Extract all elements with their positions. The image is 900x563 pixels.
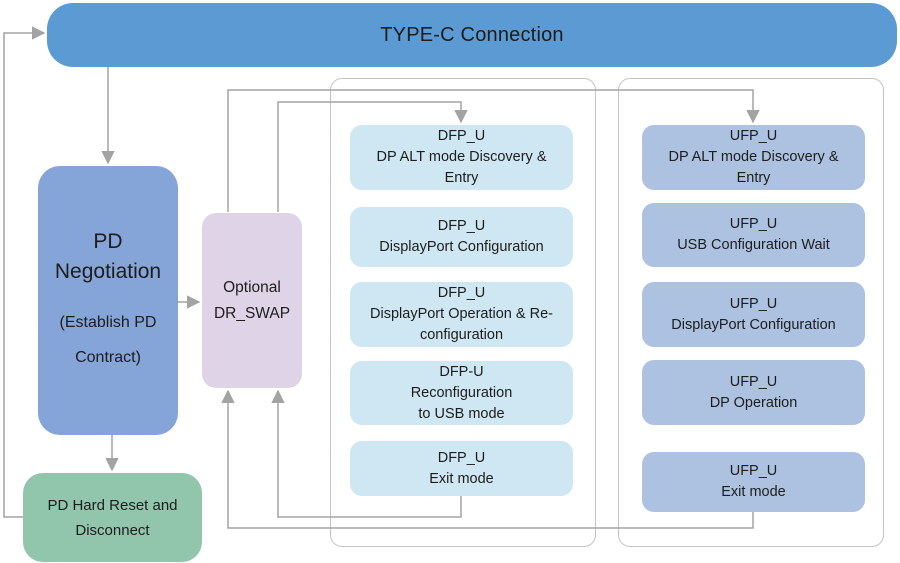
state-label-line: DFP_U: [437, 285, 486, 301]
state-label-line: Exit mode: [721, 484, 786, 500]
dfp-state-box-reconfiguration-usb: DFP-U Reconfiguration to USB mode: [350, 361, 573, 425]
pd-hard-reset-node: PD Hard Reset and Disconnect: [23, 473, 202, 562]
ufp-state-box-displayport-configuration: UFP_U DisplayPort Configuration: [642, 282, 865, 347]
connector-drswap-to-dfp: [277, 101, 468, 212]
state-label-line: DisplayPort Configuration: [379, 239, 544, 255]
typec-connection-label: TYPE-C Connection: [380, 23, 564, 46]
connector-dfpexit-to-drswap: [271, 389, 462, 518]
pd-negotiation-node: PD Negotiation (Establish PD Contract): [38, 166, 178, 435]
state-label-line: UFP_U: [729, 128, 778, 144]
ufp-state-box-usb-configuration-wait: UFP_U USB Configuration Wait: [642, 203, 865, 267]
state-label-line: Entry: [444, 170, 479, 186]
connector-hardreset-to-typec: [3, 26, 46, 518]
dfp-state-box-displayport-configuration: DFP_U DisplayPort Configuration: [350, 207, 573, 267]
dr-swap-node: Optional DR_SWAP: [202, 213, 302, 388]
state-label-line: DFP_U: [437, 218, 486, 234]
state-label-line: DFP_U: [437, 449, 486, 466]
connector-drswap-to-ufp: [227, 89, 760, 212]
typec-connection-node: TYPE-C Connection: [47, 3, 897, 67]
dfp-state-box-discovery-entry: DFP_U DP ALT mode Discovery & Entry: [350, 125, 573, 190]
ufp-group-frame: [618, 78, 884, 547]
state-label-line: DFP_U: [437, 128, 486, 144]
connector-ufpexit-to-drswap: [221, 389, 754, 529]
state-label-line: UFP_U: [729, 463, 778, 479]
state-label-line: Exit mode: [429, 470, 494, 487]
state-label-line: Reconfiguration: [410, 384, 513, 401]
state-label-line: DP Operation: [709, 394, 798, 411]
state-label-line: UFP_U: [729, 216, 778, 232]
state-label-line: configuration: [419, 327, 504, 343]
ufp-state-box-dp-operation: UFP_U DP Operation: [642, 360, 865, 425]
pd-negotiation-sub-line2: Contract): [75, 348, 141, 366]
pd-hard-reset-label-line2: Disconnect: [75, 521, 150, 539]
dfp-state-box-operation-reconfiguration: DFP_U DisplayPort Operation & Re- config…: [350, 282, 573, 347]
state-label-line: to USB mode: [418, 405, 505, 422]
ufp-state-box-exit-mode: UFP_U Exit mode: [642, 452, 865, 512]
state-label-line: DisplayPort Configuration: [671, 316, 836, 333]
pd-hard-reset-label-line1: PD Hard Reset and: [47, 496, 178, 514]
state-label-line: DisplayPort Operation & Re-: [370, 306, 553, 322]
state-label-line: DP ALT mode Discovery &: [376, 149, 547, 165]
dr-swap-label-line1: Optional: [223, 278, 281, 296]
state-label-line: USB Configuration Wait: [677, 237, 830, 253]
state-label-line: UFP_U: [729, 373, 778, 390]
pd-negotiation-title-line1: PD: [93, 229, 123, 253]
dfp-group-frame: [330, 78, 596, 547]
ufp-state-box-discovery-entry: UFP_U DP ALT mode Discovery & Entry: [642, 125, 865, 190]
state-label-line: DP ALT mode Discovery &: [668, 149, 839, 165]
dfp-state-box-exit-mode: DFP_U Exit mode: [350, 441, 573, 496]
state-label-line: UFP_U: [729, 295, 778, 312]
dr-swap-label-line2: DR_SWAP: [213, 304, 291, 322]
state-label-line: DFP-U: [439, 363, 484, 380]
pd-negotiation-sub-line1: (Establish PD: [59, 313, 157, 331]
pd-negotiation-title-line2: Negotiation: [54, 259, 162, 283]
state-label-line: Entry: [736, 170, 771, 186]
